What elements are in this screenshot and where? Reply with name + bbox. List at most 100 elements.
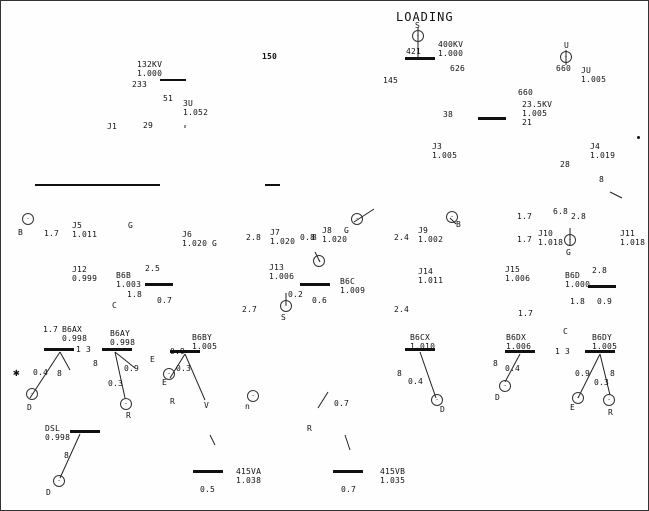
- value-b6ay: 0.998: [110, 338, 136, 347]
- wire-b6dy-e: [577, 353, 601, 399]
- value-415va: 1.038: [236, 476, 262, 485]
- node-r-b6ay: R: [126, 411, 132, 420]
- busbar-b6ay: [102, 348, 132, 351]
- flow-21: 21: [522, 118, 533, 127]
- flow-145: 145: [383, 76, 399, 85]
- node-g-j8: G: [344, 226, 350, 235]
- generator-circle-j8: ~: [351, 213, 363, 225]
- value-j11: 1.018: [620, 238, 646, 247]
- flow-0-2: 0.2: [288, 290, 304, 299]
- flow-8-b6dy: 8: [610, 369, 616, 378]
- flow-0-3-b6ay: 0.3: [108, 379, 124, 388]
- busbar-b6ax: [44, 348, 74, 351]
- flow-0-9-b6ay: 0.9: [124, 364, 140, 373]
- flow-0-3-b6by: 0.3: [176, 364, 192, 373]
- value-j7: 1.020: [270, 237, 296, 246]
- wire-r-mid: [317, 391, 329, 409]
- flow-0-9-b6d: 0.9: [597, 297, 613, 306]
- label-j5: J5: [72, 221, 83, 230]
- label-j10: J10: [538, 229, 554, 238]
- node-d-b6ax: D: [27, 403, 33, 412]
- node-b-j9: B: [456, 220, 462, 229]
- label-132kv: 132KV: [137, 60, 163, 69]
- wire-415vb-up: [344, 434, 351, 451]
- value-j9: 1.002: [418, 235, 444, 244]
- source-circle-ju: ~: [560, 51, 572, 63]
- flow-660-top: 660: [556, 64, 572, 73]
- wire-b6ay-r: [114, 351, 126, 399]
- node-r-mid: R: [307, 424, 313, 433]
- busbar-b6c: [300, 283, 330, 286]
- flow-2-5: 2.5: [145, 264, 161, 273]
- node-g-j5: G: [128, 221, 134, 230]
- flow-1-7-b6d: 1.7: [518, 309, 534, 318]
- flow-1-3-b6dx: 1 3: [555, 347, 571, 356]
- value-415vb: 1.035: [380, 476, 406, 485]
- busbar-j1: [35, 184, 160, 186]
- flow-0-8-j8: 0.8: [300, 233, 316, 242]
- label-b6ay: B6AY: [110, 329, 131, 338]
- wire-415va-up: [209, 434, 216, 446]
- node-g-j10: G: [566, 248, 572, 257]
- node-n: n: [245, 402, 251, 411]
- flow-150: 150: [262, 52, 278, 61]
- value-dsl: 0.998: [45, 433, 71, 442]
- flow-2-8-j10: 2.8: [571, 212, 587, 221]
- flow-6-8: 6.8: [553, 207, 569, 216]
- flow-0-7-b6b: 0.7: [157, 296, 173, 305]
- label-dsl: DSL: [45, 424, 61, 433]
- value-b6cx: 1.010: [410, 342, 436, 351]
- value-132kv: 1.000: [137, 69, 163, 78]
- flow-8-b6ax: 8: [57, 369, 63, 378]
- busbar-b6cx: [405, 348, 435, 351]
- node-s-j13: S: [281, 313, 287, 322]
- flow-0-4-b6dx: 0.4: [505, 364, 521, 373]
- label-j6: J6: [182, 230, 193, 239]
- flow-8-j8: 8: [312, 233, 318, 242]
- flow-0-7-bottom: 0.7: [334, 399, 350, 408]
- value-400kv: 1.000: [438, 49, 464, 58]
- label-400kv: 400KV: [438, 40, 464, 49]
- value-b6d: 1.000: [565, 280, 591, 289]
- node-e-b6ay: E: [150, 355, 156, 364]
- value-23-5kv: 1.005: [522, 109, 548, 118]
- label-3u: 3U: [183, 99, 194, 108]
- node-r-b6dy: R: [608, 408, 614, 417]
- label-b6by: B6BY: [192, 333, 213, 342]
- label-23-5kv: 23.5KV: [522, 100, 553, 109]
- node-d-b6dx: D: [495, 393, 501, 402]
- value-j8: 1.020: [322, 235, 348, 244]
- label-b6b: B6B: [116, 271, 132, 280]
- value-ju: 1.005: [581, 75, 607, 84]
- value-3u: 1.052: [183, 108, 209, 117]
- label-415vb: 415VB: [380, 467, 406, 476]
- flow-8-dsl: 8: [64, 451, 70, 460]
- node-g-j6: G: [212, 239, 218, 248]
- value-j10: 1.018: [538, 238, 564, 247]
- flow-421: 421: [406, 47, 422, 56]
- flow-660-mid: 660: [518, 88, 534, 97]
- flow-1-3-b6ax: 1 3: [76, 345, 92, 354]
- flow-1-7-j10a: 1.7: [517, 212, 533, 221]
- value-b6dy: 1.005: [592, 342, 618, 351]
- motor-circle-dsl: ~: [53, 475, 65, 487]
- value-j4: 1.019: [590, 151, 616, 160]
- value-b6c: 1.009: [340, 286, 366, 295]
- flow-1-8-b6d: 1.8: [570, 297, 586, 306]
- motor-circle-n: ~: [247, 390, 259, 402]
- label-b6dx: B6DX: [506, 333, 527, 342]
- flow-38: 38: [443, 110, 454, 119]
- wire-b6dx-d: [504, 353, 521, 383]
- motor-circle-b6dx: ~: [499, 380, 511, 392]
- flow-2-8-b6d: 2.8: [592, 266, 608, 275]
- flow-0-4-b6ax: 0.4: [33, 368, 49, 377]
- source-circle-400kv: ~: [412, 30, 424, 42]
- flow-1-7-j5: 1.7: [44, 229, 60, 238]
- value-j14: 1.011: [418, 276, 444, 285]
- flow-0-9-b6by: 0.9: [170, 347, 186, 356]
- busbar-132kv: [160, 79, 186, 81]
- generator-circle-j9: ~: [446, 211, 458, 223]
- label-j3: J3: [432, 142, 443, 151]
- motor-circle-b6dy-r: ~: [603, 394, 615, 406]
